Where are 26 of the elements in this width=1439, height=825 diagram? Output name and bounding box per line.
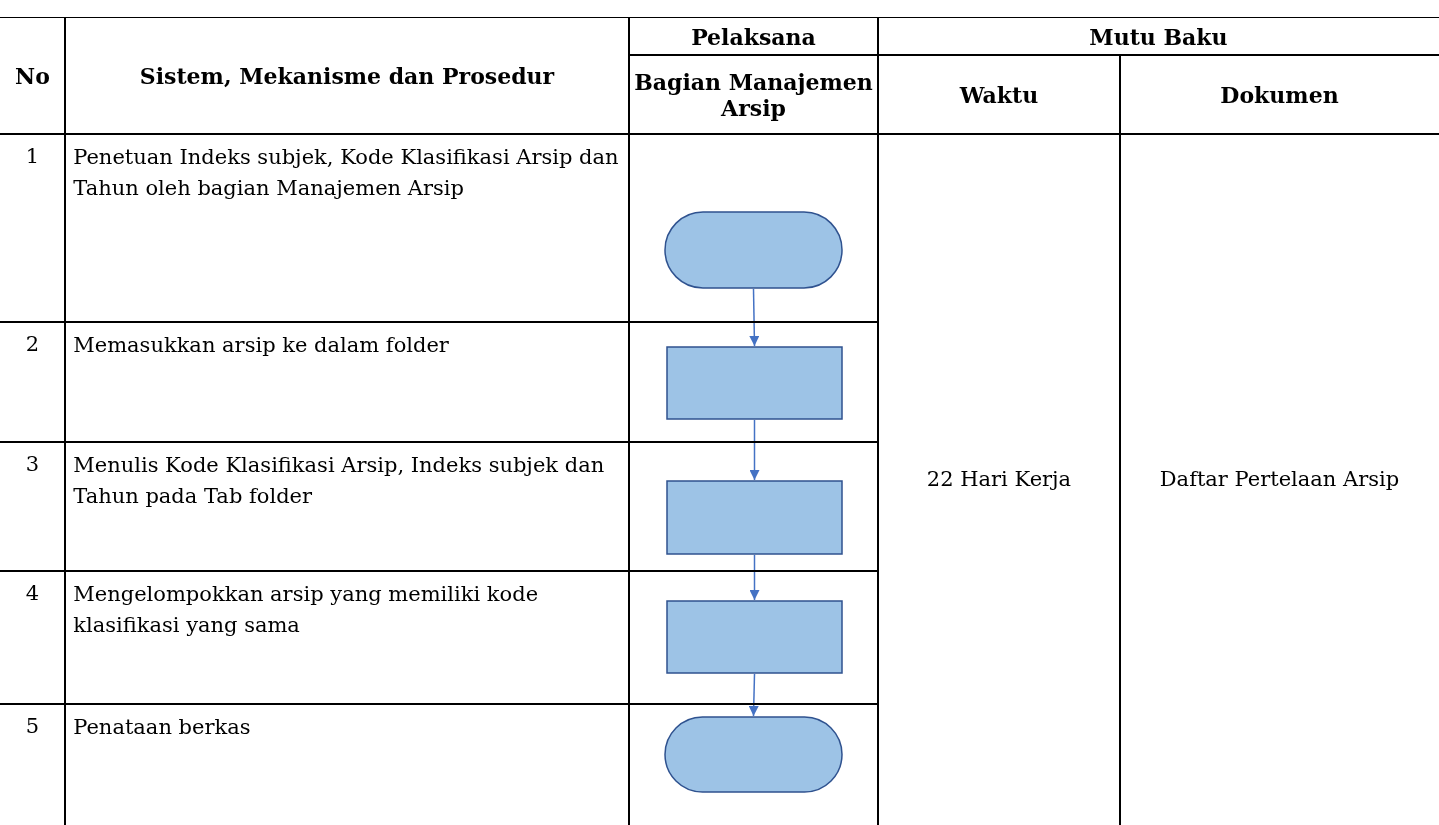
step-text: Memasukkan arsip ke dalam folder <box>73 332 449 360</box>
column-header: No <box>15 63 50 89</box>
column-header: Mutu Baku <box>1089 23 1228 50</box>
column-header: Bagian Manajemen Arsip <box>633 68 874 121</box>
arrow <box>749 554 760 601</box>
process-box <box>666 600 843 674</box>
row-number: 5 <box>25 714 40 739</box>
step-text: Menulis Kode Klasifikasi Arsip, Indeks subjek dan Tahun pada Tab folder <box>73 452 606 510</box>
time-text: 22 Hari Kerja <box>926 466 1072 494</box>
document-text: Daftar Pertelaan Arsip <box>1159 466 1400 494</box>
step-text: Mengelompokkan arsip yang memiliki kode klasifikasi yang sama <box>73 581 540 639</box>
column-header: Sistem, Mekanisme dan Prosedur <box>139 63 555 89</box>
arrow <box>748 673 759 717</box>
column-header: Waktu <box>959 81 1039 108</box>
row-number: 1 <box>25 144 40 169</box>
column-header: Pelaksana <box>691 23 816 50</box>
process-box <box>666 346 843 420</box>
step-text: Penataan berkas <box>73 714 251 742</box>
arrow <box>749 419 760 481</box>
row-number: 2 <box>25 332 40 357</box>
arrow <box>749 288 760 347</box>
column-header: Dokumen <box>1220 81 1339 108</box>
process-box <box>666 480 843 555</box>
step-text: Penetuan Indeks subjek, Kode Klasifikasi Arsip dan Tahun oleh bagian Manajemen Arsip <box>73 144 619 202</box>
row-number: 4 <box>25 581 40 606</box>
row-number: 3 <box>25 452 40 477</box>
